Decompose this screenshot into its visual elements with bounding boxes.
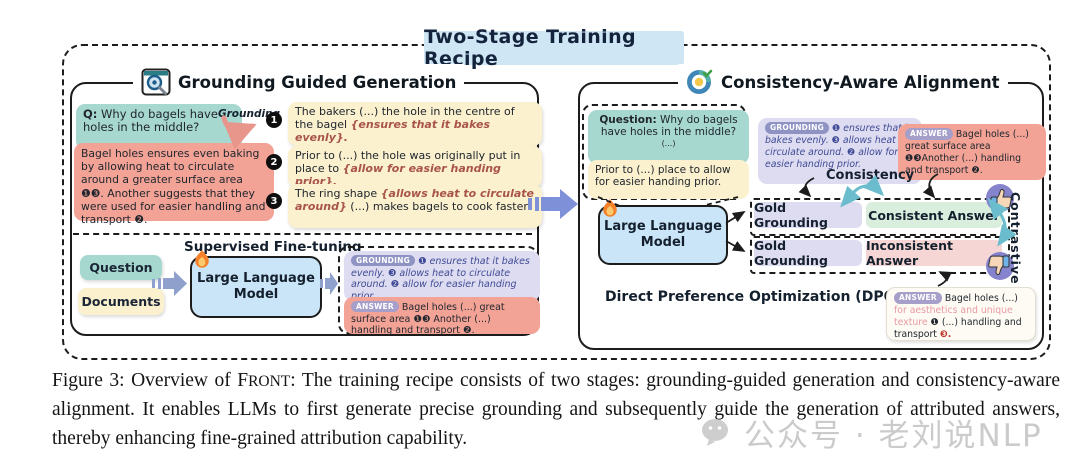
rejected-pair-row (750, 236, 1010, 274)
row1-gold-grounding: Gold Grounding (754, 200, 862, 230)
caption-smallcaps: RONT (248, 373, 291, 390)
caption-part2: : The training recipe consists of two st… (52, 370, 1060, 450)
right-question-box: Question: Why do bagels have holes in th… (588, 110, 749, 164)
sft-separator (73, 233, 532, 235)
left-panel-title: Grounding Guided Generation (178, 72, 457, 92)
grounding-item-2-text: Prior to (...) the hole was originally p… (295, 149, 521, 175)
grounding-item-2-number: 2 (266, 154, 282, 170)
wechat-icon (702, 418, 728, 446)
right-question-ellipsis: (...) (661, 138, 676, 148)
right-panel-title: Consistency-Aware Alignment (721, 72, 1000, 92)
watermark: 公众号 · 老刘说NLP (700, 410, 1043, 455)
right-context-box: Prior to (...) place to allow for easier… (588, 160, 749, 199)
right-question-prefix: Question: (599, 114, 657, 126)
right-grounding-text: ❶ ensures that it bakes evenly. ❸ allows… (765, 123, 911, 170)
grounding-item-3-post: (...) makes bagels to cook faster (346, 199, 528, 213)
watermark-text: 公众号 · 老刘说NLP (744, 418, 1043, 454)
consistency-label: Consistency (826, 168, 915, 183)
sft-label: Supervised Fine-tuning (184, 239, 362, 255)
left-answer-box: Bagel holes ensures even baking by allow… (74, 143, 274, 226)
caption-part1: Figure 3: Overview of F (52, 370, 249, 391)
right-panel-header: Consistency-Aware Alignment (678, 64, 1008, 100)
contrastive-label: Contrastive (1008, 192, 1023, 285)
flame-icon (603, 199, 617, 217)
row2-gold-grounding: Gold Grounding (754, 238, 862, 268)
bottom-answer-mid: (...) handling and transport (894, 317, 1022, 341)
grounding-item-1-number: 1 (266, 112, 282, 128)
grounding-item-1-em: {ensures that it bakes evenly}. (295, 117, 491, 144)
grounding-item-3-text: The ring shape (295, 187, 381, 200)
left-panel-header: Grounding Guided Generation (133, 64, 465, 100)
row1-consistent-answer: Consistent Answer (866, 202, 1002, 228)
left-question-box: Q: Why do bagels have holes in the middl… (76, 104, 242, 150)
bottom-answer-badge: ANSWER (894, 292, 942, 304)
figure-caption: Figure 3: Overview of FRONT: The trainin… (52, 366, 1060, 453)
right-question-text: Why do bagels have holes in the middle? (600, 114, 738, 139)
grounding-item-2: Prior to (...) the hole was originally p… (288, 146, 542, 188)
grounding-item-1: The bakers (...) the hole in the centre … (288, 102, 542, 146)
output-answer-text: Bagel holes (...) great surface area ❶❸ … (351, 302, 505, 337)
grounding-item-1-text: The bakers (...) the hole in the centre … (295, 105, 515, 131)
right-llm-label: Large Language Model (604, 218, 722, 250)
right-grounding-badge: GROUNDING (765, 122, 829, 134)
question-chip: Question (80, 255, 162, 280)
answer-badge: ANSWER (351, 301, 399, 313)
right-llm-box: Large Language Model (598, 205, 728, 265)
grounding-item-3-em: {allows heat to circulate around} (295, 187, 535, 213)
target-check-icon (687, 69, 713, 94)
document-magnifier-icon (141, 68, 171, 96)
documents-chip: Documents (78, 288, 164, 315)
bottom-answer-n2: ❸. (939, 329, 952, 341)
right-answer-top-badge: ANSWER (905, 128, 953, 140)
right-answer-top-text: Bagel holes (...) great surface area ❶❸A… (905, 129, 1029, 176)
grounding-item-3: The ring shape {allows heat to circulate… (288, 184, 542, 228)
thumbs-down-icon (986, 252, 1014, 280)
grounding-badge: GROUNDING (351, 255, 415, 267)
bottom-answer-n1: ❶ (930, 317, 939, 329)
bottom-answer-wrong-span: for aesthetics and unique texture (894, 305, 1013, 329)
dpo-label: Direct Preference Optimization (DPO) (605, 289, 902, 305)
row2-inconsistent-answer: Inconsistent Answer (866, 238, 1002, 268)
figure-title: Two-Stage Training Recipe (424, 26, 684, 70)
left-question-prefix: Q: (83, 107, 98, 121)
left-llm-box: Large Language Model (190, 256, 322, 318)
bottom-answer-pre: Bagel holes (...) (944, 293, 1018, 304)
grounding-item-3-number: 3 (266, 193, 282, 209)
left-llm-label: Large Language Model (197, 270, 315, 302)
left-question-text: Why do bagels have holes in the middle? (83, 107, 218, 135)
output-grounding-text: ❶ ensures that it bakes evenly. ❸ allows… (351, 256, 530, 302)
flame-icon (195, 250, 209, 268)
